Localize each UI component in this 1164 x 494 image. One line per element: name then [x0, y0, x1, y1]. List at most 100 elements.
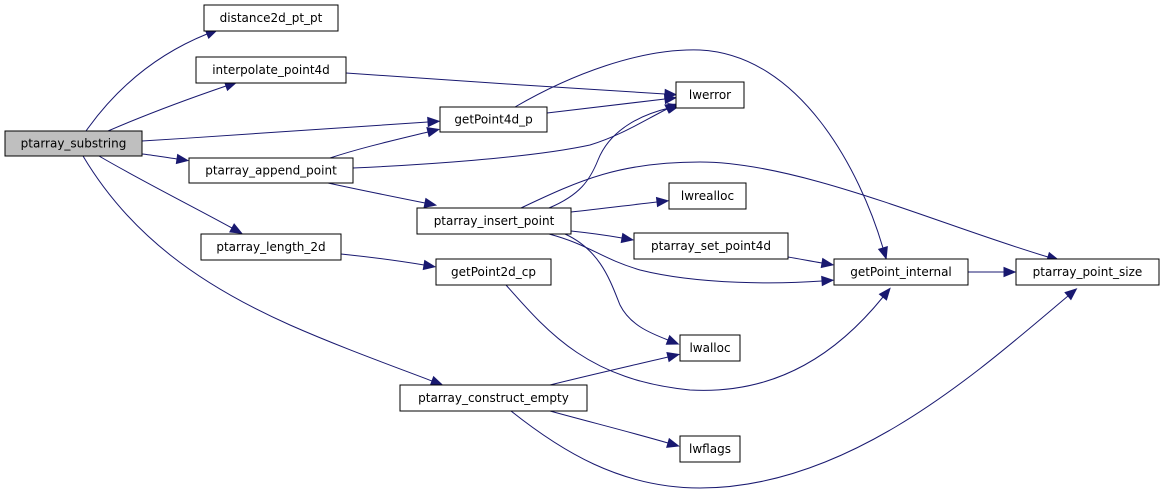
arrowhead-icon	[821, 275, 835, 287]
node-box[interactable]	[833, 258, 969, 286]
node-lwalloc[interactable]: lwalloc	[679, 334, 741, 362]
edge-line	[85, 33, 208, 132]
edge-ptarray_insert_point-to-ptarray_point_size	[520, 161, 1060, 262]
node-label: ptarray_point_size	[1033, 265, 1143, 279]
node-label: ptarray_length_2d	[216, 240, 325, 254]
edge-getPoint4d_p-to-lwerror	[546, 93, 678, 114]
node-ptarray_construct_empty[interactable]: ptarray_construct_empty	[399, 384, 588, 412]
node-box[interactable]	[200, 233, 342, 261]
node-ptarray_point_size[interactable]: ptarray_point_size	[1015, 258, 1160, 286]
node-box[interactable]	[675, 81, 745, 109]
node-label: ptarray_insert_point	[434, 214, 555, 228]
node-box[interactable]	[679, 334, 741, 362]
node-interpolate_point4d[interactable]: interpolate_point4d	[195, 56, 347, 84]
edge-ptarray_set_point4d-to-getPoint_internal	[787, 256, 835, 269]
edge-line	[549, 356, 669, 386]
node-box[interactable]	[668, 182, 747, 210]
node-ptarray_set_point4d[interactable]: ptarray_set_point4d	[633, 232, 789, 260]
arrowhead-icon	[665, 334, 680, 345]
edge-line	[82, 155, 433, 382]
edge-ptarray_length_2d-to-getPoint2d_cp	[340, 253, 437, 271]
node-label: ptarray_construct_empty	[418, 391, 569, 405]
node-ptarray_insert_point[interactable]: ptarray_insert_point	[416, 207, 572, 235]
edge-interpolate_point4d-to-lwerror	[345, 72, 678, 100]
node-getPoint_internal[interactable]: getPoint_internal	[833, 258, 969, 286]
edge-ptarray_substring-to-ptarray_construct_empty	[82, 155, 444, 386]
edge-getPoint4d_p-to-getPoint_internal	[514, 49, 888, 260]
node-label: interpolate_point4d	[212, 63, 330, 77]
node-label: getPoint2d_cp	[451, 265, 536, 279]
node-label: ptarray_append_point	[205, 164, 337, 178]
arrowhead-icon	[620, 232, 635, 244]
edge-ptarray_append_point-to-getPoint4d_p	[329, 127, 440, 159]
edge-line	[564, 233, 669, 341]
edge-ptarray_insert_point-to-ptarray_set_point4d	[570, 230, 635, 244]
arrowhead-icon	[1003, 266, 1017, 278]
node-lwrealloc[interactable]: lwrealloc	[668, 182, 747, 210]
arrowhead-icon	[229, 223, 243, 234]
edge-getPoint_internal-to-ptarray_point_size	[968, 266, 1017, 278]
edge-line	[570, 201, 658, 213]
node-label: ptarray_set_point4d	[651, 239, 771, 253]
edge-line	[514, 49, 884, 249]
edge-line	[520, 161, 1049, 258]
node-box[interactable]	[416, 207, 572, 235]
edge-ptarray_append_point-to-ptarray_insert_point	[327, 182, 438, 209]
arrowhead-icon	[666, 437, 680, 448]
edge-line	[505, 284, 884, 391]
edge-line	[787, 256, 823, 264]
node-box[interactable]	[1015, 258, 1160, 286]
edge-ptarray_substring-to-ptarray_append_point	[141, 153, 190, 165]
edge-ptarray_substring-to-ptarray_length_2d	[98, 155, 243, 234]
node-box[interactable]	[439, 106, 548, 133]
node-box[interactable]	[679, 435, 741, 463]
edge-line	[141, 153, 178, 160]
arrowhead-icon	[426, 127, 440, 138]
arrowhead-icon	[666, 352, 680, 363]
edge-ptarray_substring-to-interpolate_point4d	[107, 81, 238, 132]
edge-ptarray_substring-to-getPoint4d_p	[141, 116, 441, 142]
edge-line	[329, 131, 429, 159]
edge-line	[107, 85, 227, 132]
node-ptarray_length_2d[interactable]: ptarray_length_2d	[200, 233, 342, 261]
nodes-layer: ptarray_substring distance2d_pt_ptinterpo…	[4, 4, 1160, 463]
node-label: lwflags	[689, 442, 731, 456]
arrowhead-icon	[429, 375, 444, 386]
arrowhead-icon	[423, 197, 438, 209]
node-box[interactable]	[4, 130, 143, 157]
node-ptarray_append_point[interactable]: ptarray_append_point	[188, 157, 354, 184]
edge-line	[345, 72, 666, 95]
arrowhead-icon	[820, 257, 835, 269]
edge-ptarray_construct_empty-to-lwflags	[549, 410, 680, 448]
edge-ptarray_insert_point-to-lwrealloc	[570, 196, 670, 213]
node-distance2d_pt_pt[interactable]: distance2d_pt_pt	[203, 4, 339, 32]
arrowhead-icon	[422, 259, 437, 271]
node-box[interactable]	[399, 384, 588, 412]
arrowhead-icon	[427, 116, 441, 128]
node-label: distance2d_pt_pt	[220, 11, 323, 25]
node-box[interactable]	[435, 258, 552, 286]
edge-line	[546, 98, 666, 114]
node-label: ptarray_substring	[21, 137, 127, 151]
node-lwerror[interactable]: lwerror	[675, 81, 745, 109]
node-label: getPoint4d_p	[454, 113, 532, 127]
node-box[interactable]	[633, 232, 789, 260]
edge-line	[570, 230, 623, 239]
node-box[interactable]	[188, 157, 354, 184]
edge-line	[98, 155, 233, 229]
arrowhead-icon	[663, 93, 678, 105]
node-label: getPoint_internal	[850, 265, 952, 279]
edge-line	[510, 295, 1069, 489]
node-box[interactable]	[195, 56, 347, 84]
arrowhead-icon	[1064, 288, 1078, 301]
node-box[interactable]	[203, 4, 339, 32]
edge-line	[352, 108, 668, 169]
edge-ptarray_insert_point-to-getPoint_internal	[548, 233, 835, 287]
node-lwflags[interactable]: lwflags	[679, 435, 741, 463]
node-ptarray_substring[interactable]: ptarray_substring	[4, 130, 143, 157]
node-getPoint4d_p[interactable]: getPoint4d_p	[439, 106, 548, 133]
arrowhead-icon	[878, 287, 891, 301]
arrowhead-icon	[175, 153, 190, 165]
node-getPoint2d_cp[interactable]: getPoint2d_cp	[435, 258, 552, 286]
